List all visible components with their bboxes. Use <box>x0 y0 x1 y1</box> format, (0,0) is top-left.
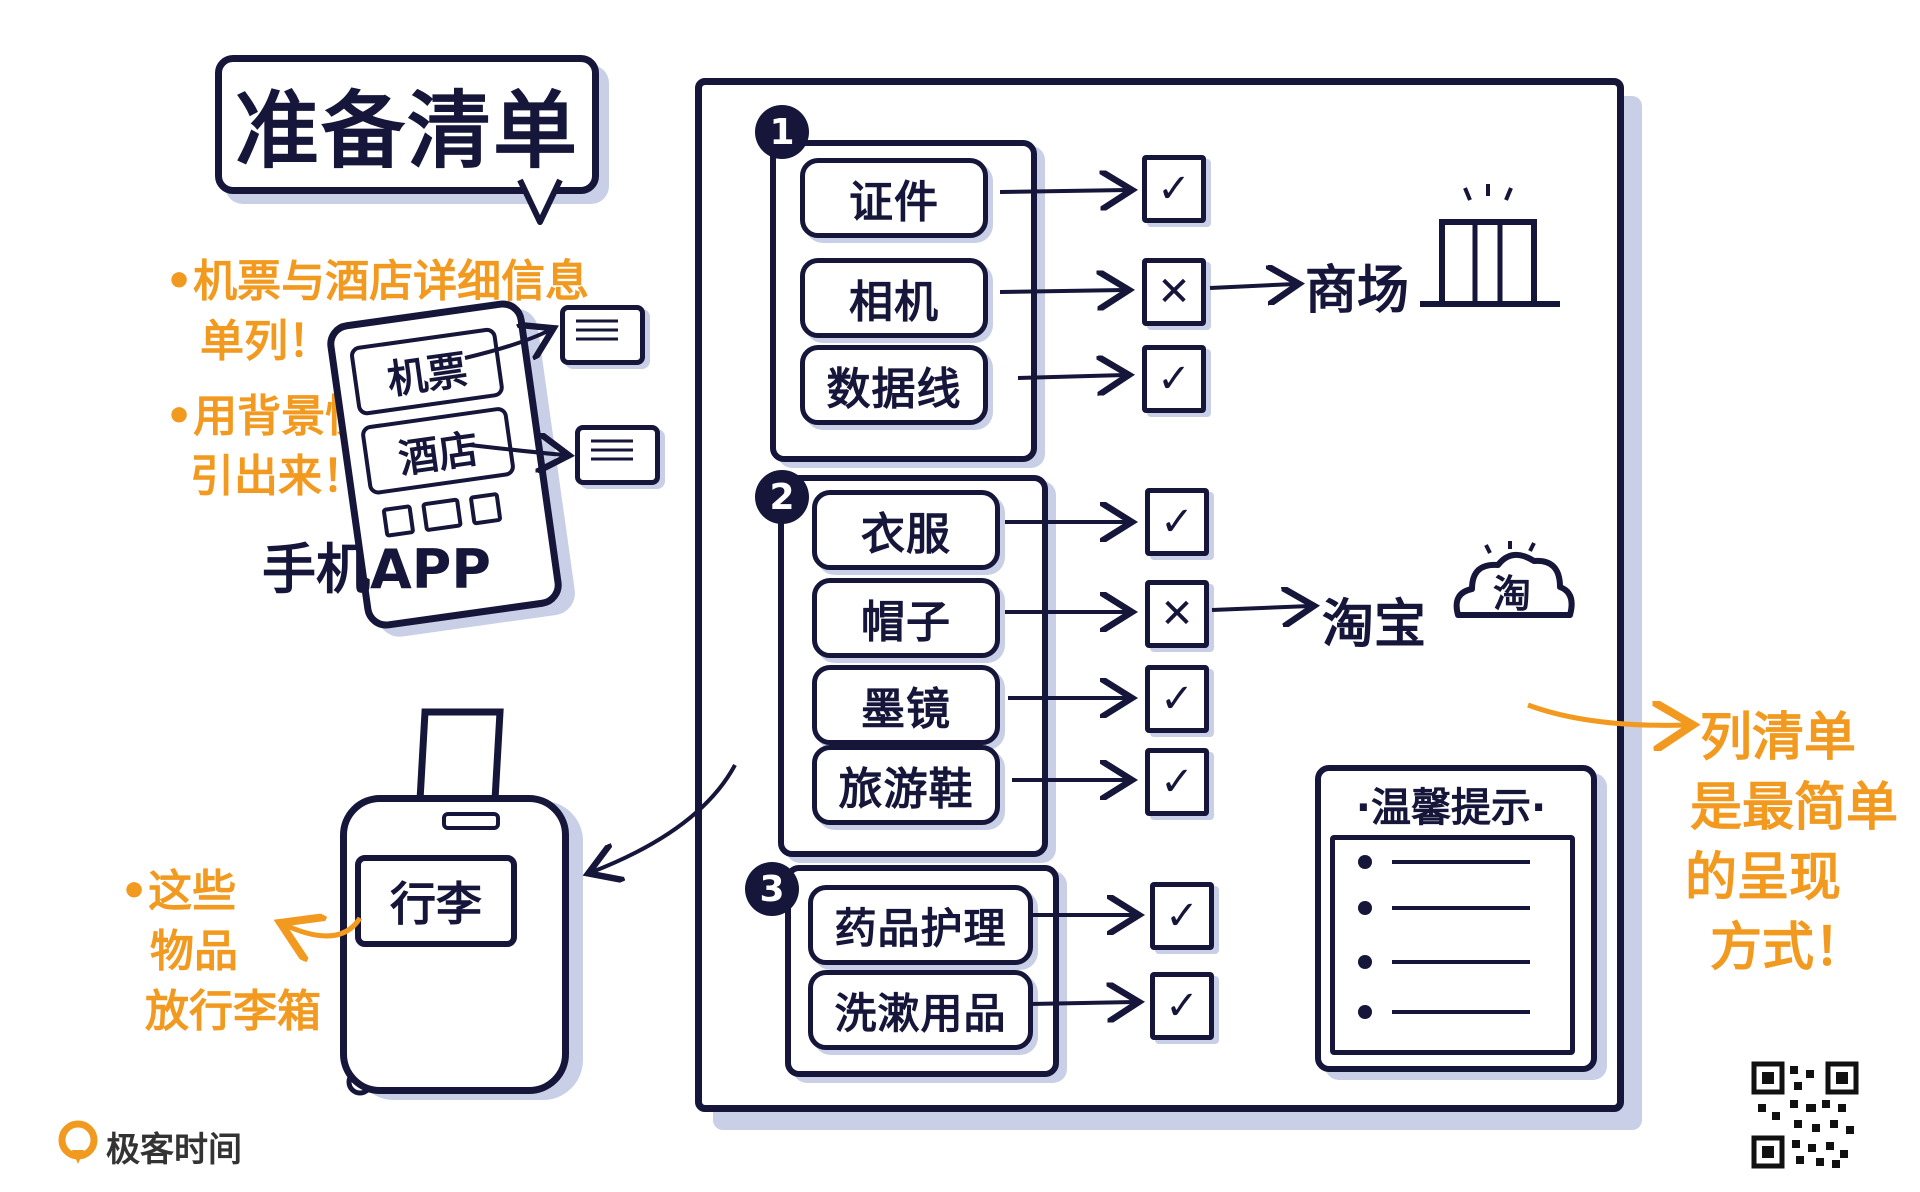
check-mark: ✓ <box>1157 356 1191 402</box>
check-mark: ✓ <box>1160 499 1194 545</box>
brand-name: 极客时间 <box>106 1130 242 1170</box>
action-taobao-label: 淘宝 <box>1322 595 1427 655</box>
checkbox-hat[interactable]: ✕ <box>1145 580 1209 648</box>
checkbox-camera[interactable]: ✕ <box>1142 258 1206 326</box>
check-mark: ✓ <box>1165 983 1199 1029</box>
suitcase-note-line3: 放行李箱 <box>145 986 321 1037</box>
checkbox-id-documents[interactable]: ✓ <box>1142 155 1206 223</box>
item-label: 墨镜 <box>861 684 951 735</box>
item-label: 证件 <box>849 177 939 228</box>
action-mall-label: 商场 <box>1305 261 1410 321</box>
suitcase-note-line2: 物品 <box>150 926 238 977</box>
checkbox-sunglasses[interactable]: ✓ <box>1145 665 1209 733</box>
item-medicine-care: 药品护理 <box>808 885 1033 965</box>
item-label: 帽子 <box>861 597 951 648</box>
arrow <box>1209 284 1295 288</box>
checkbox-toiletries[interactable]: ✓ <box>1150 972 1214 1040</box>
item-data-cable: 数据线 <box>800 345 988 425</box>
tips-title: ·温馨提示· <box>1355 785 1547 831</box>
qr-code-icon <box>1750 1060 1860 1170</box>
phone-caption: 手机APP <box>262 538 491 601</box>
title-box: 准备清单 <box>215 55 599 194</box>
arrow <box>1211 606 1310 610</box>
item-label: 药品护理 <box>834 903 1007 953</box>
checkbox-medicine-care[interactable]: ✓ <box>1150 882 1214 950</box>
right-note-line2: 是最简单 <box>1690 778 1899 838</box>
group-3-number: 3 <box>745 862 799 916</box>
right-note-line4: 方式！ <box>1710 918 1867 978</box>
right-note-line1: 列清单 <box>1700 708 1857 768</box>
checkbox-clothes[interactable]: ✓ <box>1145 488 1209 556</box>
item-hat: 帽子 <box>812 578 1000 658</box>
cross-mark: ✕ <box>1157 269 1191 315</box>
item-toiletries: 洗漱用品 <box>808 970 1033 1050</box>
suitcase-label: 行李 <box>390 877 482 931</box>
item-clothes: 衣服 <box>812 490 1000 570</box>
item-sunglasses: 墨镜 <box>812 665 1000 745</box>
item-label: 相机 <box>849 277 939 328</box>
page-title: 准备清单 <box>234 82 579 180</box>
check-mark: ✓ <box>1165 893 1199 939</box>
orange-arrow <box>285 918 363 936</box>
checkbox-data-cable[interactable]: ✓ <box>1142 345 1206 413</box>
item-label: 洗漱用品 <box>834 988 1007 1038</box>
group-1-number: 1 <box>755 105 809 159</box>
tips-list-panel <box>1330 835 1575 1055</box>
item-label: 衣服 <box>861 509 951 560</box>
orange-arrow <box>1527 705 1688 725</box>
info-note-line2: 单列！ <box>200 316 332 367</box>
right-note-line3: 的呈现 <box>1685 848 1842 908</box>
suitcase-note-line1: •这些 <box>120 866 237 917</box>
item-camera: 相机 <box>800 258 988 338</box>
item-label: 旅游鞋 <box>838 764 974 815</box>
arrow <box>592 764 737 872</box>
shortcut-note-line2: 引出来！ <box>190 451 366 502</box>
ticket-note-icon <box>560 305 645 365</box>
brand-logo-icon <box>58 1120 98 1164</box>
arrow <box>1017 375 1125 378</box>
check-mark: ✓ <box>1160 759 1194 805</box>
arrow <box>469 445 565 455</box>
cross-mark: ✕ <box>1160 591 1194 637</box>
suitcase-top-grip <box>442 812 500 830</box>
arrow <box>1029 1002 1135 1004</box>
item-label: 数据线 <box>826 364 962 415</box>
arrow <box>464 330 550 358</box>
taobao-cloud-icon <box>1453 541 1575 618</box>
hotel-note-icon <box>575 425 660 485</box>
check-mark: ✓ <box>1160 676 1194 722</box>
taobao-icon-text: 淘 <box>1493 572 1532 616</box>
item-id-documents: 证件 <box>800 158 988 238</box>
arrow <box>999 290 1125 292</box>
suitcase-tag: 行李 <box>355 855 517 947</box>
checkbox-sneakers[interactable]: ✓ <box>1145 748 1209 816</box>
check-mark: ✓ <box>1157 166 1191 212</box>
arrow <box>999 190 1128 192</box>
item-sneakers: 旅游鞋 <box>812 745 1000 825</box>
group-2-number: 2 <box>755 470 809 524</box>
info-note-line1: •机票与酒店详细信息 <box>165 256 590 307</box>
